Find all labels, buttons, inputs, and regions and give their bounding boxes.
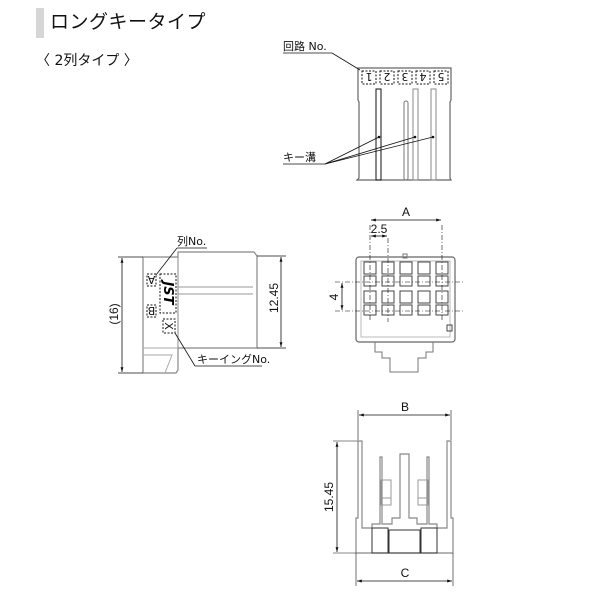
row-marker-a: A: [147, 273, 155, 286]
terminal-cavities: [363, 261, 449, 316]
circuit-number: 5: [438, 70, 445, 83]
side-view: A B JST X 列No. キーイングNo. (16) 12.45: [107, 234, 286, 374]
dim-height: 15.45: [322, 482, 336, 512]
top-view: 1 2 3 4 5 回路 No. キー溝: [283, 40, 452, 181]
circuit-number-label: 回路 No.: [283, 40, 327, 53]
jst-brand-mark: JST: [160, 278, 175, 305]
circuit-number: 3: [402, 70, 409, 83]
page-title: ロングキータイプ: [50, 11, 207, 33]
keying-number-label: キーイングNo.: [197, 352, 270, 366]
dim-a: A: [402, 205, 410, 219]
circuit-number: 2: [384, 70, 391, 83]
dim-pitch: 2.5: [371, 222, 388, 236]
front-view: A 2.5 4: [327, 205, 465, 373]
dim-body-height: 12.45: [267, 283, 281, 313]
dim-row-pitch: 4: [327, 293, 341, 300]
row-number-label: 列No.: [177, 234, 206, 248]
keying-marker: X: [162, 322, 175, 330]
circuit-number: 1: [366, 70, 373, 83]
bottom-view: B 15.45 C: [322, 400, 454, 586]
circuit-number-boxes: 1 2 3 4 5: [361, 70, 449, 85]
key-groove-label: キー溝: [283, 151, 316, 164]
row-marker-b: B: [148, 304, 156, 317]
title-accent-bar: [36, 8, 44, 38]
dim-c: C: [401, 566, 410, 580]
page-subtitle: 〈 2列タイプ 〉: [36, 53, 138, 69]
circuit-number: 4: [420, 70, 427, 83]
dim-b: B: [401, 400, 409, 414]
dim-overall-height: (16): [107, 303, 121, 324]
